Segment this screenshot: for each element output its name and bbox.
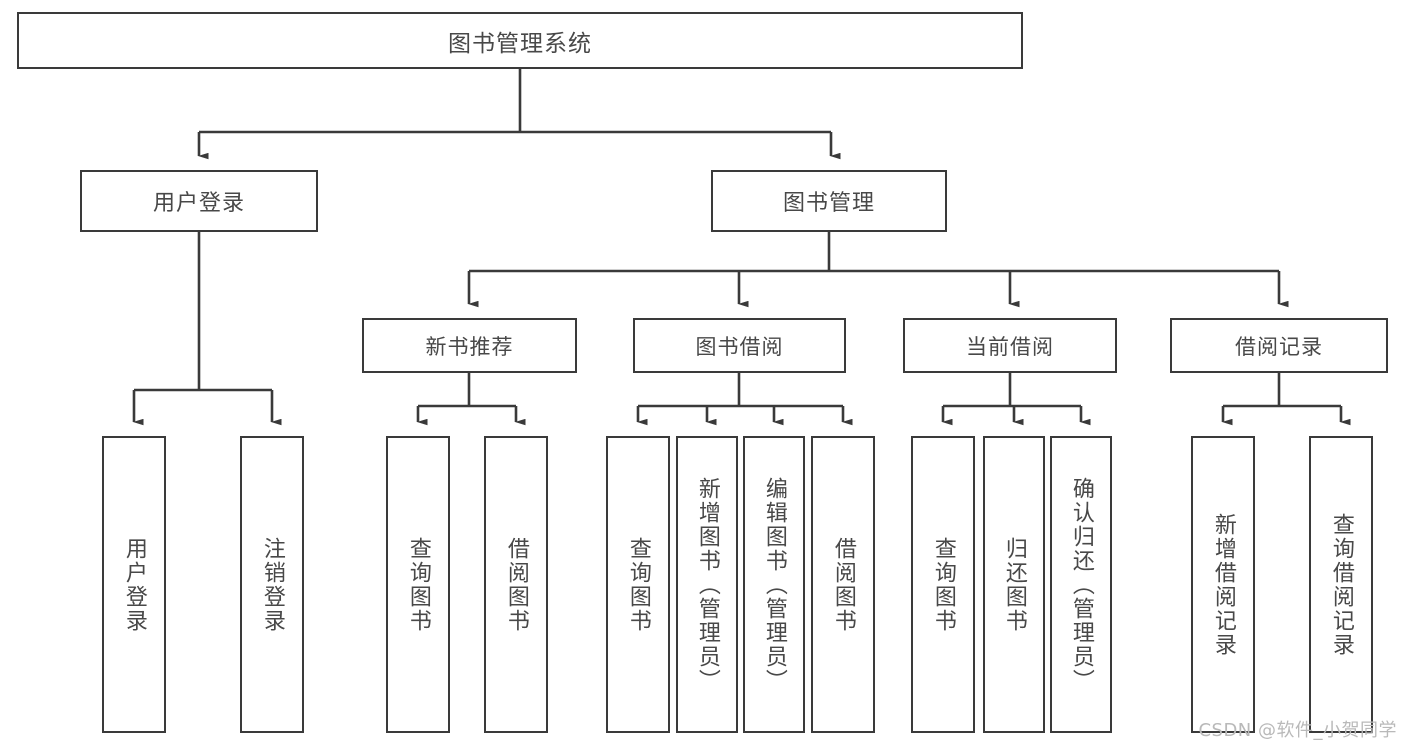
node-label: 查询借阅记录 bbox=[1328, 512, 1354, 657]
node-label: 借阅图书 bbox=[503, 536, 529, 633]
node-label: 用户登录 bbox=[121, 536, 147, 633]
node-leaf-return-book[interactable]: 归还图书 bbox=[983, 436, 1045, 733]
node-label: 新书推荐 bbox=[425, 334, 514, 359]
node-label: 编辑图书（管理员） bbox=[761, 476, 787, 693]
node-label: 借阅图书 bbox=[830, 536, 856, 633]
node-label: 图书借阅 bbox=[695, 334, 784, 359]
node-leaf-add-borrow-record[interactable]: 新增借阅记录 bbox=[1191, 436, 1255, 733]
node-label: 图书管理系统 bbox=[448, 30, 592, 57]
node-label: 新增借阅记录 bbox=[1210, 512, 1236, 657]
node-leaf-borrow-book[interactable]: 借阅图书 bbox=[811, 436, 875, 733]
node-current-borrow[interactable]: 当前借阅 bbox=[903, 318, 1117, 373]
node-label: 查询图书 bbox=[405, 536, 431, 633]
node-label: 归还图书 bbox=[1001, 536, 1027, 633]
node-leaf-confirm-return-admin[interactable]: 确认归还（管理员） bbox=[1050, 436, 1112, 733]
node-book-manage[interactable]: 图书管理 bbox=[711, 170, 947, 232]
node-label: 图书管理 bbox=[782, 191, 875, 216]
node-label: 确认归还（管理员） bbox=[1068, 476, 1094, 693]
node-label: 查询图书 bbox=[625, 536, 651, 633]
node-book-borrow[interactable]: 图书借阅 bbox=[633, 318, 846, 373]
node-label: 查询图书 bbox=[930, 536, 956, 633]
node-leaf-edit-book-admin[interactable]: 编辑图书（管理员） bbox=[743, 436, 805, 733]
node-leaf-logout[interactable]: 注销登录 bbox=[240, 436, 304, 733]
node-label: 当前借阅 bbox=[966, 334, 1054, 359]
node-root-system[interactable]: 图书管理系统 bbox=[17, 12, 1023, 69]
node-leaf-user-login[interactable]: 用户登录 bbox=[102, 436, 166, 733]
node-leaf-add-book-admin[interactable]: 新增图书（管理员） bbox=[676, 436, 738, 733]
node-label: 新增图书（管理员） bbox=[694, 476, 720, 693]
node-user-login[interactable]: 用户登录 bbox=[80, 170, 318, 232]
node-label: 借阅记录 bbox=[1235, 334, 1323, 359]
node-borrow-record[interactable]: 借阅记录 bbox=[1170, 318, 1388, 373]
node-label: 注销登录 bbox=[259, 536, 285, 633]
node-new-book-rec[interactable]: 新书推荐 bbox=[362, 318, 577, 373]
node-leaf-query-borrow-record[interactable]: 查询借阅记录 bbox=[1309, 436, 1373, 733]
node-leaf-query-book-rec[interactable]: 查询图书 bbox=[386, 436, 450, 733]
node-leaf-query-book-borrow[interactable]: 查询图书 bbox=[606, 436, 670, 733]
node-leaf-borrow-book-rec[interactable]: 借阅图书 bbox=[484, 436, 548, 733]
node-label: 用户登录 bbox=[152, 191, 245, 216]
node-leaf-query-book-current[interactable]: 查询图书 bbox=[911, 436, 975, 733]
